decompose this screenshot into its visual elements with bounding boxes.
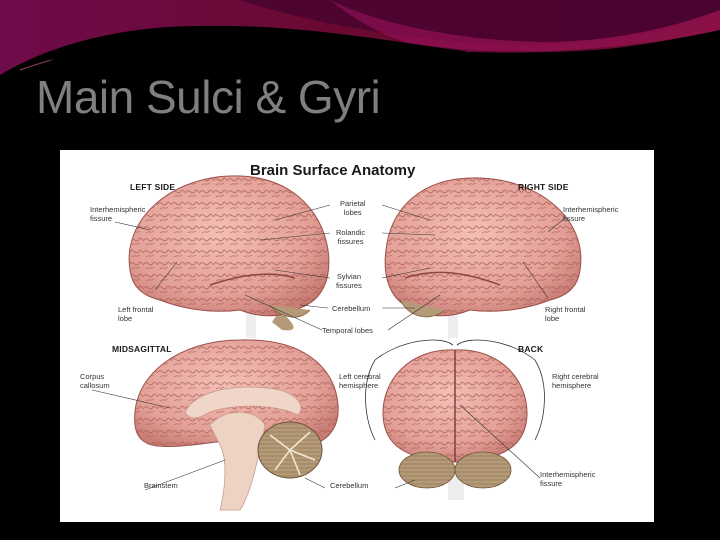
label-sylvian-fissures: Sylvian fissures (336, 272, 362, 290)
leader-lines (91, 204, 566, 491)
section-label-right-side: RIGHT SIDE (518, 182, 569, 192)
label-right-cerebral-hemisphere: Right cerebral hemisphere (552, 372, 599, 390)
right-side-brain (384, 177, 582, 338)
slide-title: Main Sulci & Gyri (36, 71, 381, 123)
figure-title: Brain Surface Anatomy (250, 162, 416, 179)
label-cerebellum-back: Cerebellum (330, 481, 369, 490)
brain-anatomy-figure: Brain Surface Anatomy LEFT SIDE RIGHT SI… (60, 150, 654, 522)
label-right-interhemispheric-fissure: Interhemispheric fissure (563, 205, 619, 223)
label-left-cerebral-hemisphere: Left cerebral hemisphere (339, 372, 381, 390)
label-left-interhemispheric-fissure: Interhemispheric fissure (90, 205, 146, 223)
midsagittal-brain (134, 339, 339, 511)
section-label-midsagittal: MIDSAGITTAL (112, 344, 172, 354)
header-wave-decoration (0, 0, 720, 90)
label-left-frontal-lobe: Left frontal lobe (118, 305, 154, 323)
left-side-brain (128, 175, 330, 338)
section-label-left-side: LEFT SIDE (130, 182, 176, 192)
back-view-brain (365, 339, 545, 500)
label-brainstem: Brainstem (144, 481, 178, 490)
label-right-frontal-lobe: Right frontal lobe (545, 305, 586, 323)
label-rolandic-fissures: Rolandic fissures (336, 228, 366, 246)
label-back-interhemispheric-fissure: Interhemispheric fissure (540, 470, 596, 488)
section-label-back: BACK (518, 344, 544, 354)
label-cerebellum-side: Cerebellum (332, 304, 371, 313)
label-temporal-lobes: Temporal lobes (322, 326, 373, 335)
label-corpus-callosum: Corpus callosum (80, 372, 110, 390)
brain-illustrations (91, 175, 582, 511)
label-parietal-lobes: Parietal lobes (340, 199, 366, 217)
